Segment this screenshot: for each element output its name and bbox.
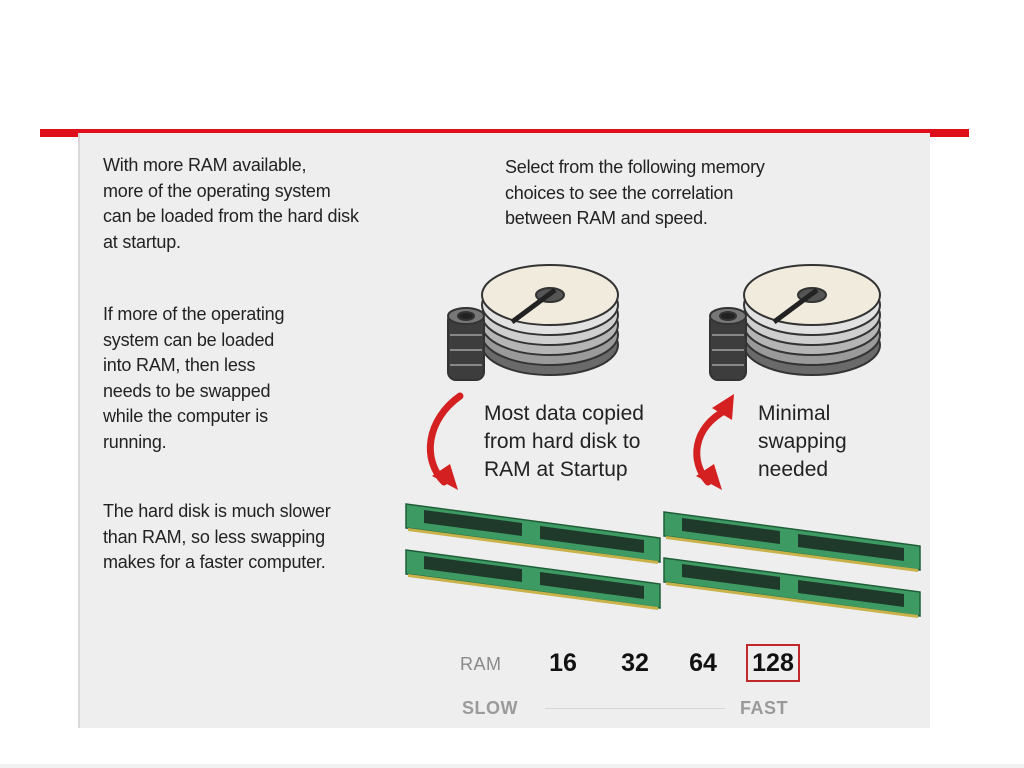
- text-disk-slower: The hard disk is much slower than RAM, s…: [103, 501, 331, 572]
- memory-option-32[interactable]: 32: [621, 648, 649, 677]
- memory-selector: RAM 16 32 64 128: [460, 644, 840, 684]
- hard-disk-left-icon: [447, 264, 619, 381]
- hard-disk-right-icon: [709, 264, 881, 381]
- speed-scale-line: [545, 708, 725, 709]
- ram-modules-right-icon: [663, 511, 921, 618]
- ram-modules-left-icon: [405, 503, 661, 610]
- memory-option-64[interactable]: 64: [689, 648, 717, 677]
- content-panel: [78, 133, 930, 728]
- text-less-swapping: If more of the operating system can be l…: [103, 304, 285, 452]
- memory-option-128[interactable]: 128: [746, 644, 800, 682]
- callout-copied-at-startup: Most data copied from hard disk to RAM a…: [484, 402, 644, 481]
- text-more-ram: With more RAM available, more of the ope…: [103, 155, 359, 252]
- text-select-memory: Select from the following memory choices…: [505, 157, 765, 228]
- bottom-divider: [0, 764, 1024, 768]
- speed-fast-label: FAST: [740, 698, 789, 718]
- speed-slow-label: SLOW: [462, 698, 518, 718]
- arrow-bidirectional-icon: [693, 394, 734, 490]
- memory-label: RAM: [460, 654, 502, 674]
- callout-minimal-swapping: Minimal swapping needed: [758, 402, 847, 481]
- arrow-down-icon: [426, 392, 464, 490]
- memory-option-16[interactable]: 16: [549, 648, 577, 677]
